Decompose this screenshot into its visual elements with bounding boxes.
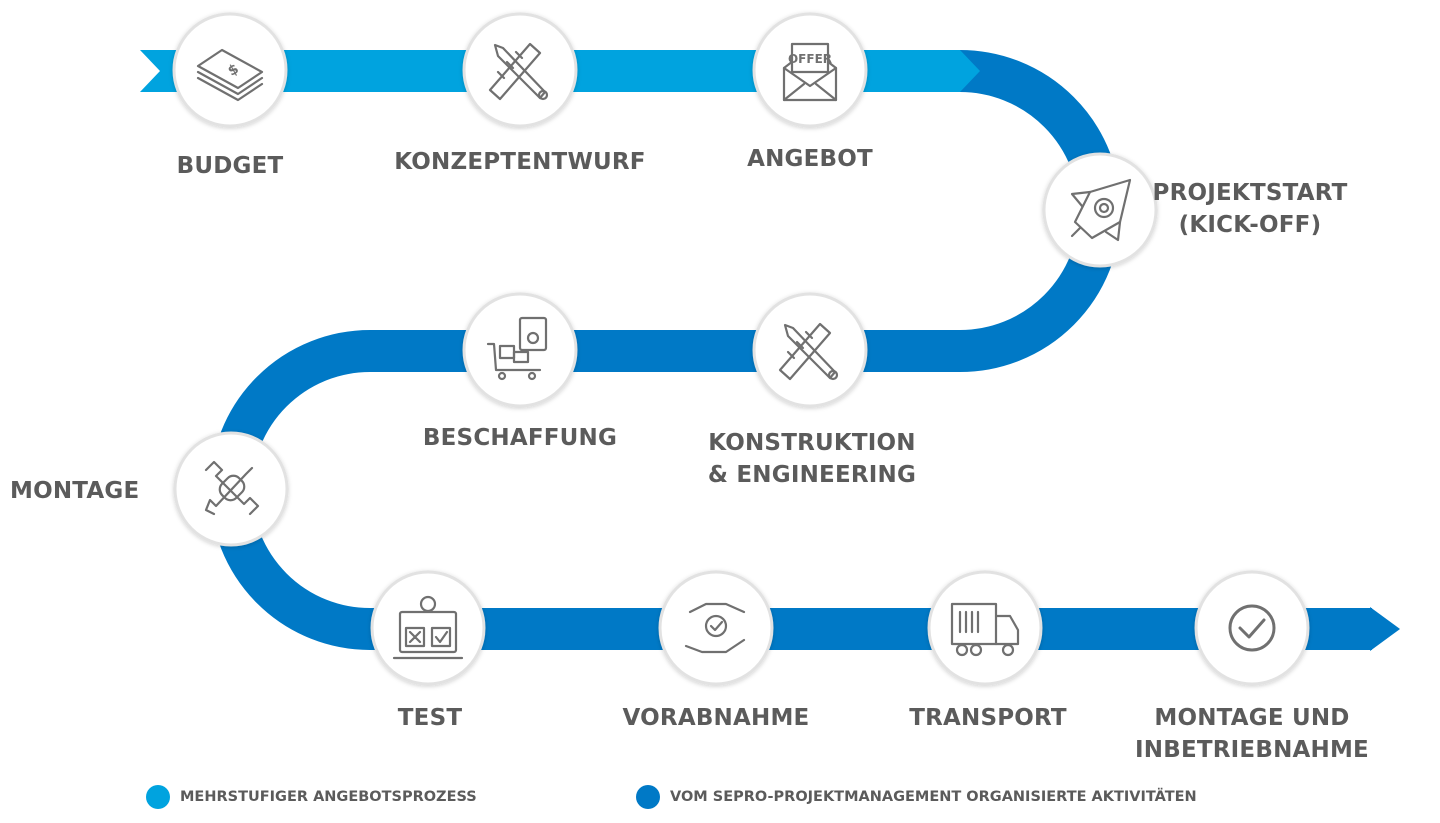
legend-dot-dark-blue	[636, 785, 660, 809]
step-label-test: TEST	[397, 705, 463, 731]
step-label-line: PROJEKTSTART	[1152, 180, 1348, 206]
test-laptop-icon	[392, 595, 464, 660]
step-label-line: INBETRIEBNAHME	[1135, 737, 1369, 763]
legend-label-angebotsprozess: MEHRSTUFIGER ANGEBOTSPROZESS	[180, 789, 477, 805]
step-circle-inbetriebnahme	[1194, 570, 1310, 686]
step-circle-konzeptentwurf	[462, 12, 578, 128]
step-circle-budget	[172, 12, 288, 128]
step-label-vorabnahme: VORABNAHME	[622, 705, 810, 731]
check-circle-icon	[1228, 604, 1276, 652]
step-circle-konstruktion	[752, 292, 868, 408]
pencil-ruler-icon	[488, 42, 549, 101]
step-label-konstruktion: KONSTRUKTION & ENGINEERING	[708, 427, 916, 491]
step-label-line: (KICK-OFF)	[1178, 212, 1322, 238]
step-label-montage: MONTAGE	[10, 478, 140, 504]
step-label-transport: TRANSPORT	[909, 705, 1067, 731]
pencil-ruler-icon	[778, 322, 839, 381]
step-label-budget: BUDGET	[176, 153, 284, 179]
step-circle-test	[370, 570, 486, 686]
procurement-cart-icon	[486, 316, 548, 381]
step-label-line: KONSTRUKTION	[708, 430, 916, 456]
step-label-projektstart: PROJEKTSTART (KICK-OFF)	[1153, 177, 1348, 241]
step-label-inbetriebnahme: MONTAGE UND INBETRIEBNAHME	[1135, 702, 1369, 766]
step-circle-transport	[927, 570, 1043, 686]
step-label-line: & ENGINEERING	[707, 462, 917, 488]
legend-label-projektmanagement: VOM SEPRO-PROJEKTMANAGEMENT ORGANISIERTE…	[670, 789, 1197, 805]
step-label-line: MONTAGE UND	[1154, 705, 1350, 731]
hand-check-icon	[684, 602, 746, 654]
end-arrow-head	[1370, 607, 1400, 651]
truck-icon	[950, 602, 1020, 657]
offer-envelope-icon: OFFER	[782, 42, 838, 102]
dark-band-path	[210, 50, 1372, 650]
wrench-assembly-icon	[204, 460, 260, 516]
step-label-angebot: ANGEBOT	[747, 146, 873, 172]
offer-icon-text: OFFER	[788, 52, 832, 66]
rocket-icon	[1070, 178, 1132, 242]
step-label-konzeptentwurf: KONZEPTENTWURF	[394, 149, 646, 175]
step-label-beschaffung: BESCHAFFUNG	[422, 425, 618, 451]
legend-dot-light-blue	[146, 785, 170, 809]
